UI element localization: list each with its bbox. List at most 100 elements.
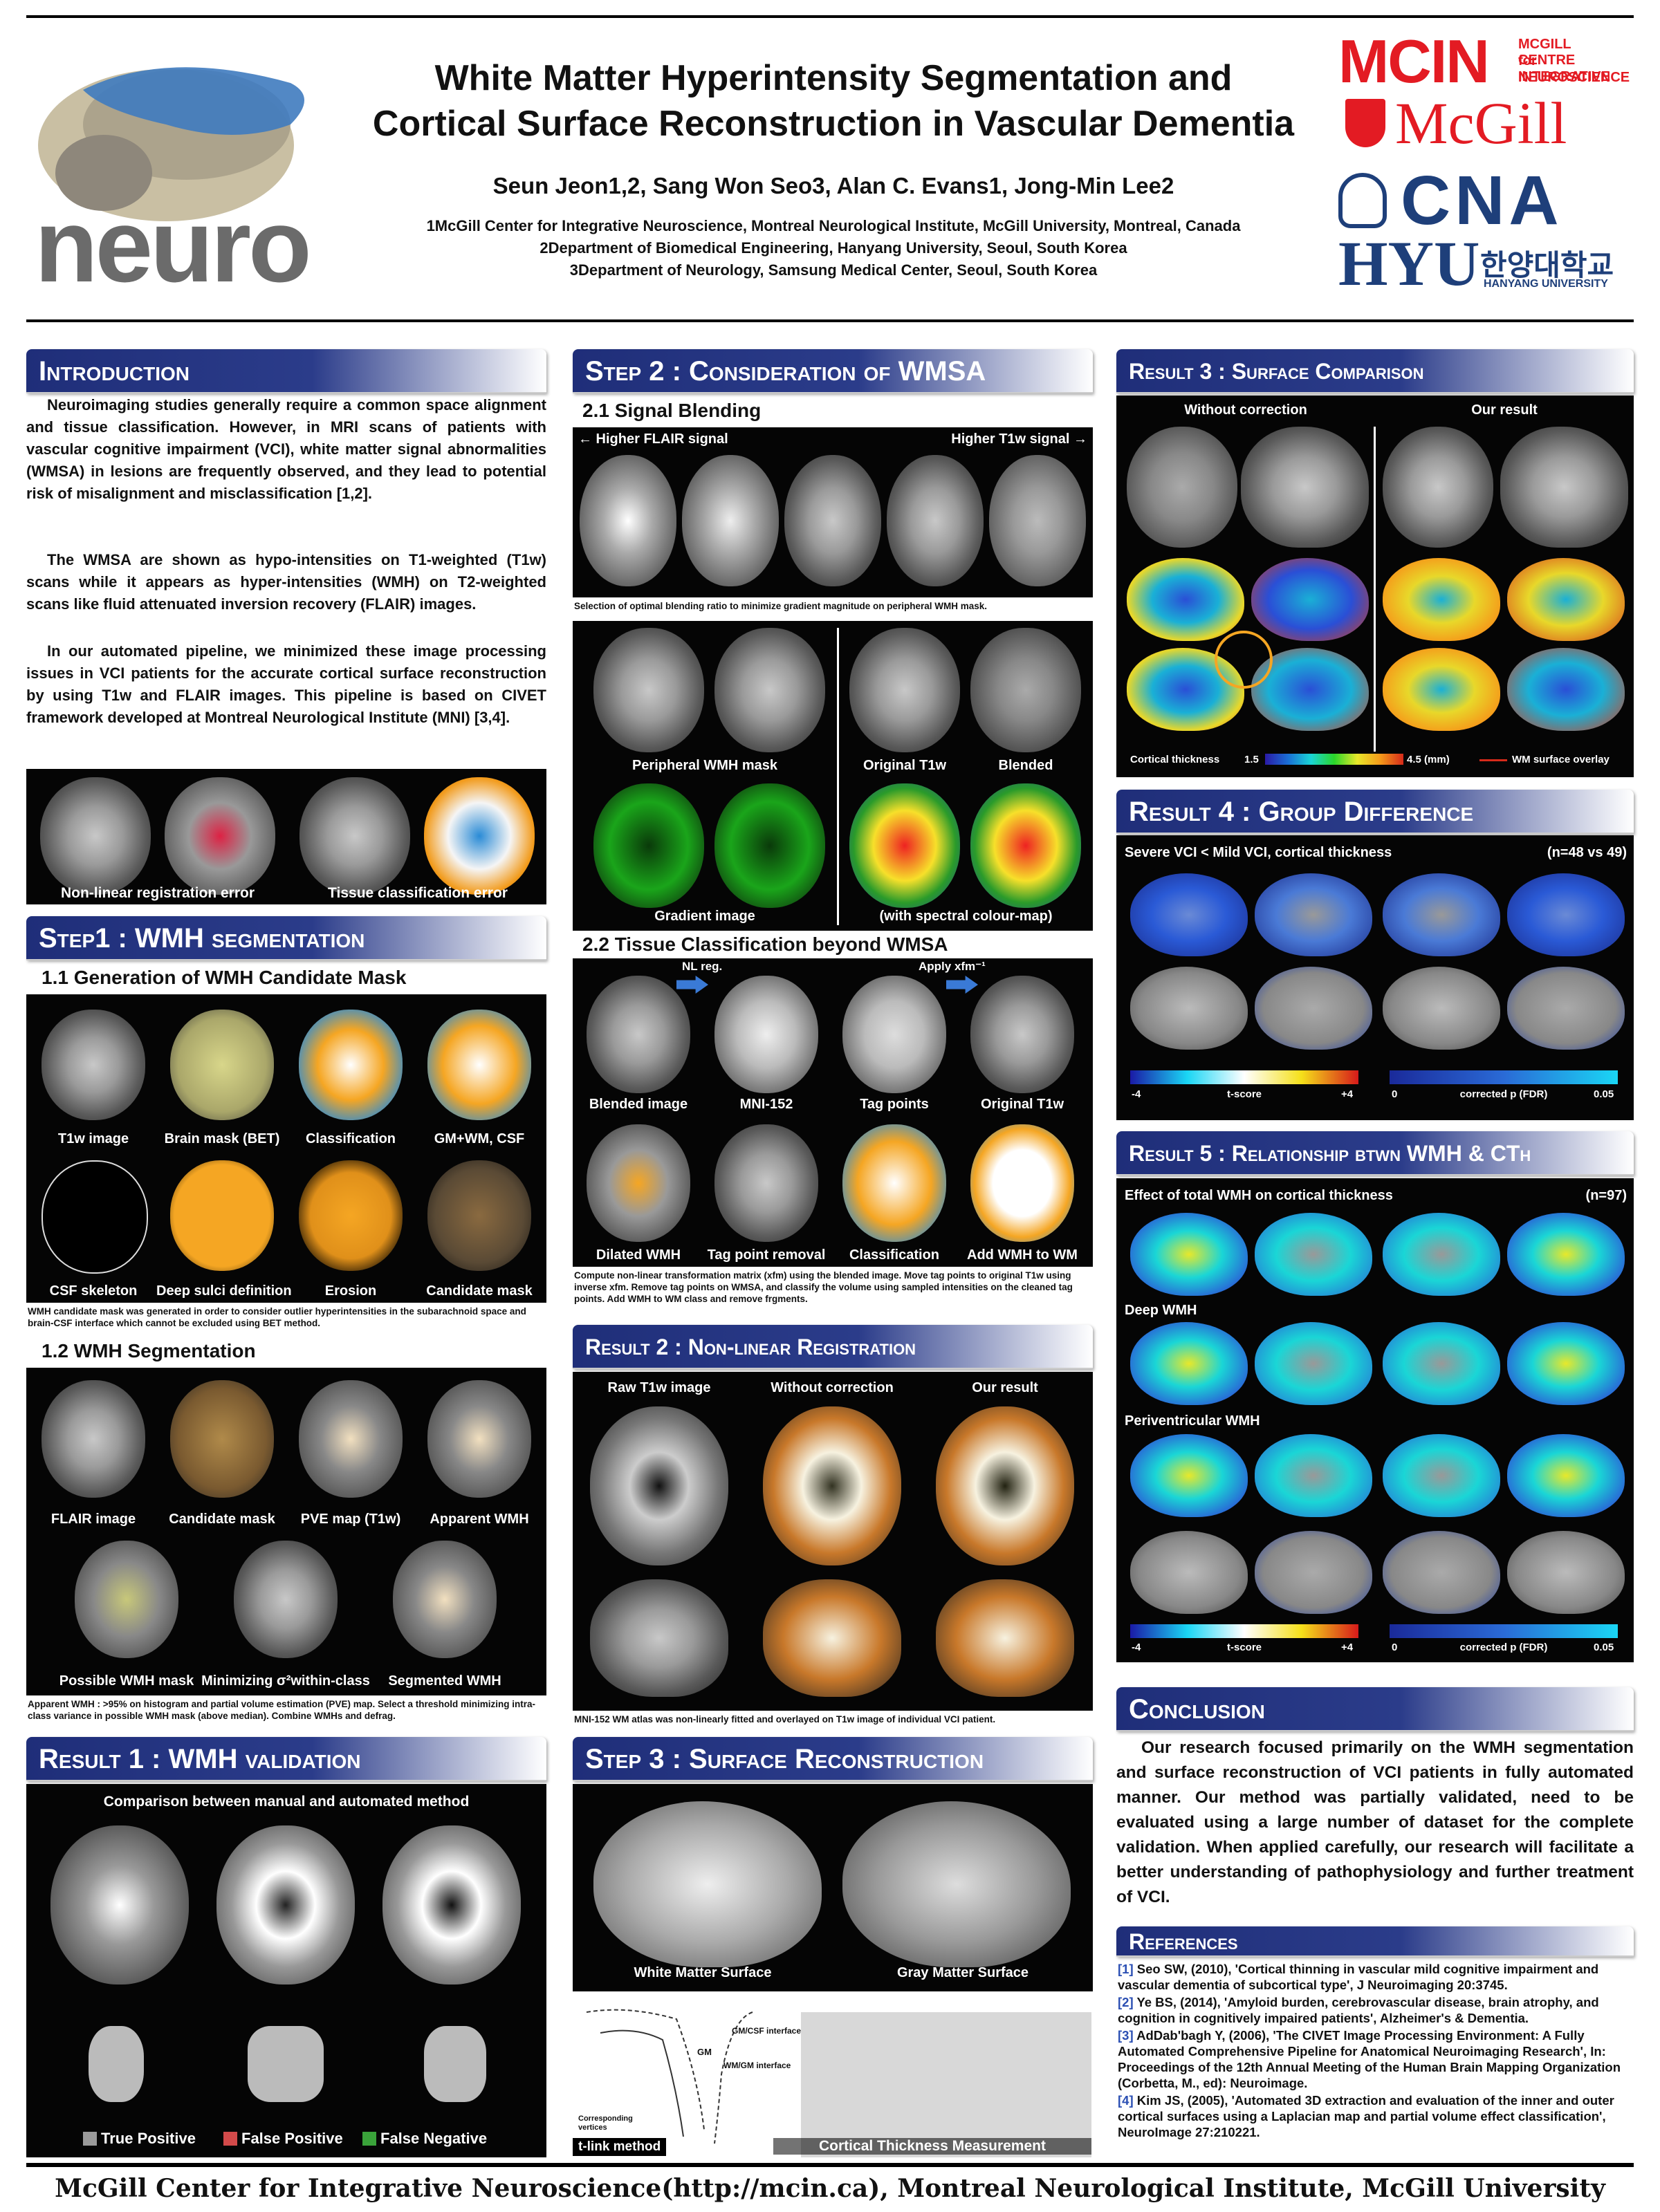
brain-logo-icon	[1338, 173, 1387, 228]
fig-label: Tag points	[860, 1097, 929, 1112]
legend-swatch-false-negative	[362, 2132, 376, 2146]
header-rule	[26, 319, 1634, 322]
fig-label: Non-linear registration error	[60, 885, 255, 901]
overlay-label: WM surface overlay	[1512, 754, 1610, 765]
brain-sagittal	[763, 1579, 901, 1697]
thickness-map	[1507, 648, 1625, 731]
signal-blending-figure: ← Higher FLAIR signal Higher T1w signal …	[573, 427, 1093, 597]
effect-map	[1383, 1322, 1500, 1405]
brain-slice	[989, 455, 1086, 586]
brain-slice	[75, 1541, 178, 1658]
mcgill-crest-icon	[1345, 99, 1385, 147]
brain-slice	[40, 777, 151, 895]
fdr-map	[1130, 1531, 1248, 1614]
fig-label: Tissue classification error	[328, 885, 508, 901]
col-label: Without correction	[771, 1380, 894, 1395]
result2-figure: Raw T1w image Without correction Our res…	[573, 1372, 1093, 1711]
cbar-max: 4.5 (mm)	[1407, 754, 1450, 765]
brain-slice	[970, 628, 1081, 752]
fdr-map	[1255, 967, 1372, 1050]
effect-map	[1130, 1322, 1248, 1405]
fig-label: White Matter Surface	[634, 1965, 772, 1980]
legend-label: False Negative	[380, 2130, 488, 2147]
white-matter-surface	[593, 1801, 822, 1967]
fig-subtitle: Severe VCI < Mild VCI, cortical thicknes…	[1125, 845, 1392, 860]
intro-paragraph-2: The WMSA are shown as hypo-intensities o…	[26, 551, 546, 613]
fdr-min: 0	[1392, 1088, 1398, 1100]
brain-slice	[42, 1380, 145, 1498]
thickness-map	[1507, 558, 1625, 641]
brain-slice	[682, 455, 779, 586]
brain-slice	[714, 783, 825, 908]
fig-label: Minimizing σ²within-class	[201, 1673, 370, 1689]
ref-text: Ye BS, (2014), 'Amyloid burden, cerebrov…	[1118, 1995, 1599, 2025]
footer-rule	[26, 2163, 1634, 2167]
poster-title-line2: Cortical Surface Reconstruction in Vascu…	[372, 104, 1295, 144]
brain-slice	[427, 1380, 531, 1498]
ctm-label: Cortical Thickness Measurement	[773, 2138, 1091, 2155]
fig-label: Classification	[305, 1131, 396, 1146]
brain-slice	[165, 777, 275, 895]
brain-slice	[427, 1010, 531, 1120]
col-label: Without correction	[1184, 402, 1307, 418]
brain-sagittal	[590, 1579, 728, 1697]
brain-slice	[970, 783, 1081, 908]
brain-slice	[849, 783, 960, 908]
tscore-min: -4	[1132, 1642, 1141, 1653]
brain-slice	[587, 1124, 690, 1242]
fig-subtitle: Effect of total WMH on cortical thicknes…	[1125, 1188, 1393, 1203]
gradient-figure: Peripheral WMH mask Original T1w Blended…	[573, 621, 1093, 931]
fig-label: Candidate mask	[169, 1512, 275, 1527]
references-heading: References	[1116, 1926, 1634, 1957]
sample-size: (n=48 vs 49)	[1547, 845, 1627, 860]
brain-slice	[784, 455, 881, 586]
brain-slice	[170, 1010, 274, 1120]
brain-sagittal	[1241, 427, 1369, 548]
brain-slice	[970, 1124, 1074, 1242]
fdr-min: 0	[1392, 1642, 1398, 1653]
mcin-sub1: MCGILL CENTRE	[1518, 37, 1576, 68]
tscore-max: +4	[1341, 1088, 1354, 1100]
brain-slice	[580, 455, 676, 586]
brain-slice	[1127, 427, 1237, 548]
affiliation-2: 2Department of Biomedical Engineering, H…	[540, 239, 1127, 257]
tscore-colorbar	[1130, 1624, 1358, 1638]
fdr-map	[1383, 967, 1500, 1050]
fig-label: Brain mask (BET)	[164, 1131, 280, 1146]
nl-reg-label: NL reg.	[682, 960, 723, 973]
effect-map	[1507, 1434, 1625, 1517]
fdr-colorbar	[1390, 1070, 1618, 1084]
brain-slice	[590, 1406, 728, 1565]
periventricular-wmh-label: Periventricular WMH	[1125, 1413, 1260, 1429]
step3-heading: Step 3 : Surface Reconstruction	[573, 1737, 1093, 1781]
tlink-label: t-link method	[573, 2138, 667, 2156]
reference-2: [2] Ye BS, (2014), 'Amyloid burden, cere…	[1118, 1994, 1632, 2026]
brain-slice	[970, 976, 1074, 1093]
cbar-label: Cortical thickness	[1130, 754, 1220, 765]
brain-slice	[842, 1124, 946, 1242]
neuro-wordmark: neuro	[35, 187, 312, 304]
step1-figure-2: FLAIR image Candidate mask PVE map (T1w)…	[26, 1368, 546, 1695]
legend-label: True Positive	[101, 2130, 196, 2147]
diag-label-vertices: Corresponding vertices	[578, 2115, 633, 2132]
thickness-map	[1127, 558, 1244, 641]
brain-slice	[763, 1406, 901, 1565]
result3-figure: Without correction Our result Cortical t…	[1116, 396, 1634, 777]
step1-heading: Step1 : WMH segmentation	[26, 916, 546, 960]
mask-blob	[424, 2026, 486, 2102]
brain-slice	[936, 1406, 1074, 1565]
effect-map	[1383, 1213, 1500, 1296]
tscore-label: t-score	[1226, 1088, 1262, 1100]
hyu-wordmark: HYU	[1338, 228, 1480, 299]
fig-label: Peripheral WMH mask	[631, 758, 778, 773]
step2-sub1: 2.1 Signal Blending	[582, 400, 762, 421]
fdr-max: 0.05	[1594, 1088, 1614, 1100]
ref-text: Seo SW, (2010), 'Cortical thinning in va…	[1118, 1962, 1599, 1992]
fig-label: FLAIR image	[50, 1512, 136, 1527]
ref-text: Kim JS, (2005), 'Automated 3D extraction…	[1118, 2093, 1614, 2139]
conclusion-text: Our research focused primarily on the WM…	[1116, 1738, 1634, 1906]
step2-caption-1: Selection of optimal blending ratio to m…	[574, 601, 988, 611]
fig-label: Erosion	[324, 1283, 377, 1299]
effect-map	[1255, 1322, 1372, 1405]
tissue-class-figure: NL reg. Apply xfm⁻¹ Blended image MNI-15…	[573, 958, 1093, 1267]
